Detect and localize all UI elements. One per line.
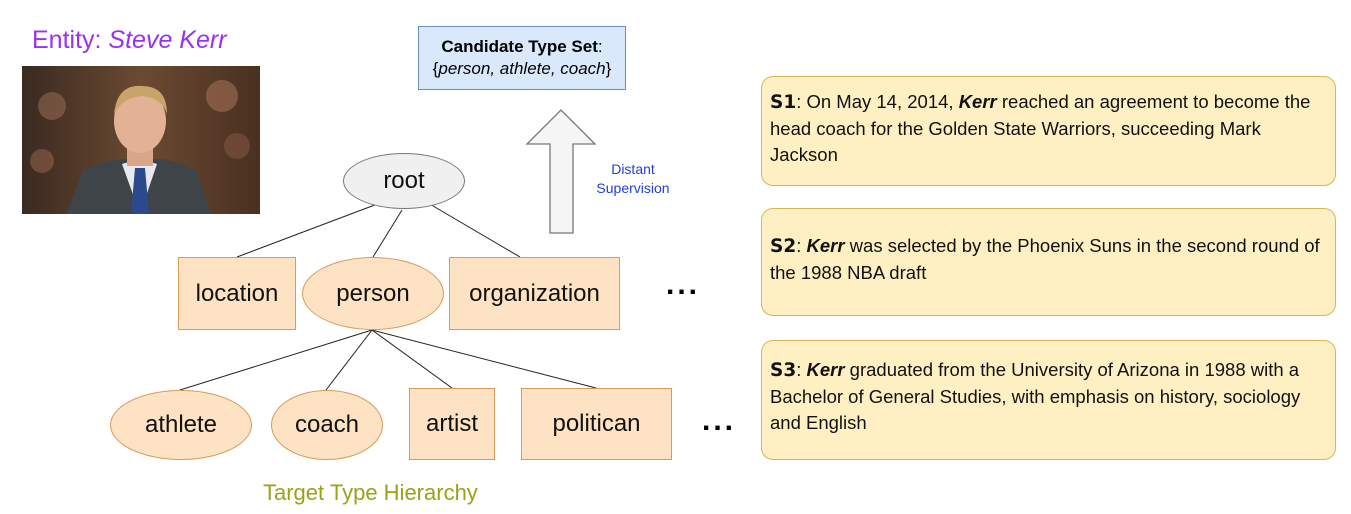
- node-person: person: [302, 257, 444, 330]
- target-type-hierarchy-title: Target Type Hierarchy: [263, 480, 478, 505]
- entity-label: Entity: Steve Kerr: [32, 26, 227, 55]
- sentence-prefix: :: [796, 235, 807, 256]
- edge-root-person: [372, 209, 403, 258]
- node-organization: organization: [449, 257, 620, 330]
- node-location: location: [178, 257, 296, 330]
- edge-person-artist: [371, 329, 453, 389]
- sentence-label: S2: [770, 236, 797, 257]
- candidate-open-brace: {: [432, 59, 439, 78]
- sentence-prefix: : On May 14, 2014,: [796, 91, 959, 112]
- sentence-entity-mention: Kerr: [806, 235, 845, 256]
- sentence-label: S3: [770, 360, 797, 381]
- node-politican: politican: [521, 388, 672, 460]
- node-root: root: [343, 153, 465, 209]
- sentence-text: reached an agreement to become the head …: [770, 91, 1311, 165]
- distant-supervision-arrow: [525, 109, 597, 234]
- sentence-entity-mention: Kerr: [806, 359, 845, 380]
- entity-name: Steve Kerr: [108, 26, 227, 54]
- distant-supervision-line2: Supervision: [596, 180, 670, 196]
- node-artist: artist: [409, 388, 495, 460]
- hierarchy-ellipsis-level1: ...: [666, 268, 701, 301]
- candidate-type-items: person, athlete, coach: [438, 59, 606, 78]
- hierarchy-ellipsis-level2: ...: [702, 404, 737, 437]
- edge-root-organization: [427, 202, 521, 258]
- sentence-entity-mention: Kerr: [958, 91, 997, 112]
- edge-root-location: [236, 202, 381, 258]
- sentence-text: graduated from the University of Arizona…: [770, 359, 1301, 433]
- candidate-close-brace: }: [605, 59, 612, 78]
- candidate-colon: :: [597, 37, 603, 56]
- candidate-type-set-box: Candidate Type Set: {person, athlete, co…: [418, 26, 626, 90]
- distant-supervision-line1: Distant: [611, 161, 655, 177]
- node-athlete: athlete: [110, 390, 252, 460]
- sentence-prefix: :: [796, 359, 807, 380]
- sentence-box-s2: S2: Kerr was selected by the Phoenix Sun…: [761, 208, 1336, 316]
- candidate-type-set-title: Candidate Type Set: [441, 37, 598, 56]
- sentence-label: S1: [770, 92, 797, 113]
- sentence-box-s3: S3: Kerr graduated from the University o…: [761, 340, 1336, 460]
- entity-prefix: Entity:: [32, 26, 109, 54]
- edge-person-politican: [371, 329, 597, 389]
- entity-photo: [22, 66, 260, 214]
- sentence-box-s1: S1: On May 14, 2014, Kerr reached an agr…: [761, 76, 1336, 186]
- sentence-text: was selected by the Phoenix Suns in the …: [770, 235, 1320, 283]
- edge-person-athlete: [179, 329, 373, 391]
- distant-supervision-label: Distant Supervision: [578, 160, 688, 198]
- node-coach: coach: [271, 390, 383, 460]
- edge-person-coach: [325, 329, 373, 391]
